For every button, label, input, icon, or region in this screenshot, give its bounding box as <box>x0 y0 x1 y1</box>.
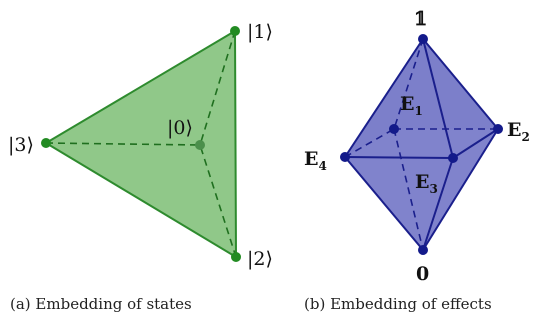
label-ket0: |0⟩ <box>167 117 193 139</box>
caption-states: (a) Embedding of states <box>10 295 192 313</box>
effects-hidden-edge <box>393 38 424 130</box>
label-e3: E3 <box>415 171 438 196</box>
effects-edge <box>422 128 499 251</box>
effects-hidden-edge <box>344 128 395 158</box>
effects-edge <box>422 38 499 130</box>
states-hidden-edge <box>199 144 237 258</box>
effects-edge <box>452 128 499 159</box>
label-e1-sub: 1 <box>414 104 422 118</box>
effects-edge <box>344 156 454 159</box>
vertex-e1 <box>389 124 399 134</box>
label-unit: 𝟙 <box>414 8 427 30</box>
states-tetrahedron-face <box>45 30 237 258</box>
label-ket1: |1⟩ <box>247 21 273 43</box>
label-zero: 0 <box>416 263 429 285</box>
vertex-ket1 <box>230 26 240 36</box>
label-e3-sub: 3 <box>429 182 437 196</box>
vertex-e3 <box>448 153 458 163</box>
label-e4-sub: 4 <box>318 159 326 173</box>
vertex-ket2 <box>231 252 241 262</box>
vertex-e2 <box>493 124 503 134</box>
states-hidden-edge <box>199 30 236 146</box>
effects-diagram: 𝟙 0 E1 E2 E3 E4 <box>304 8 530 285</box>
label-ket2: |2⟩ <box>247 248 273 270</box>
effects-hidden-edge <box>393 128 424 251</box>
states-hidden-edge <box>45 142 201 146</box>
label-e4-base: E <box>304 148 318 170</box>
vertex-ket0 <box>195 140 205 150</box>
label-ket3: |3⟩ <box>8 134 34 156</box>
label-e1: E1 <box>400 93 423 118</box>
label-e4: E4 <box>304 148 327 173</box>
label-e3-base: E <box>415 171 429 193</box>
vertex-ket3 <box>41 138 51 148</box>
effects-edge <box>422 38 454 159</box>
states-diagram: |0⟩ |1⟩ |2⟩ |3⟩ <box>8 21 273 270</box>
label-e2-base: E <box>507 119 521 141</box>
label-e2-sub: 2 <box>521 130 529 144</box>
label-e1-base: E <box>400 93 414 115</box>
effects-front-face <box>345 39 453 158</box>
vertex-zero <box>418 245 428 255</box>
effects-edge <box>344 38 424 158</box>
effects-edge <box>344 156 424 251</box>
effects-front-face <box>345 157 453 250</box>
label-e2: E2 <box>507 119 530 144</box>
caption-effects: (b) Embedding of effects <box>304 295 492 313</box>
vertex-unit <box>418 34 428 44</box>
vertex-e4 <box>340 152 350 162</box>
effects-edge <box>422 157 454 251</box>
